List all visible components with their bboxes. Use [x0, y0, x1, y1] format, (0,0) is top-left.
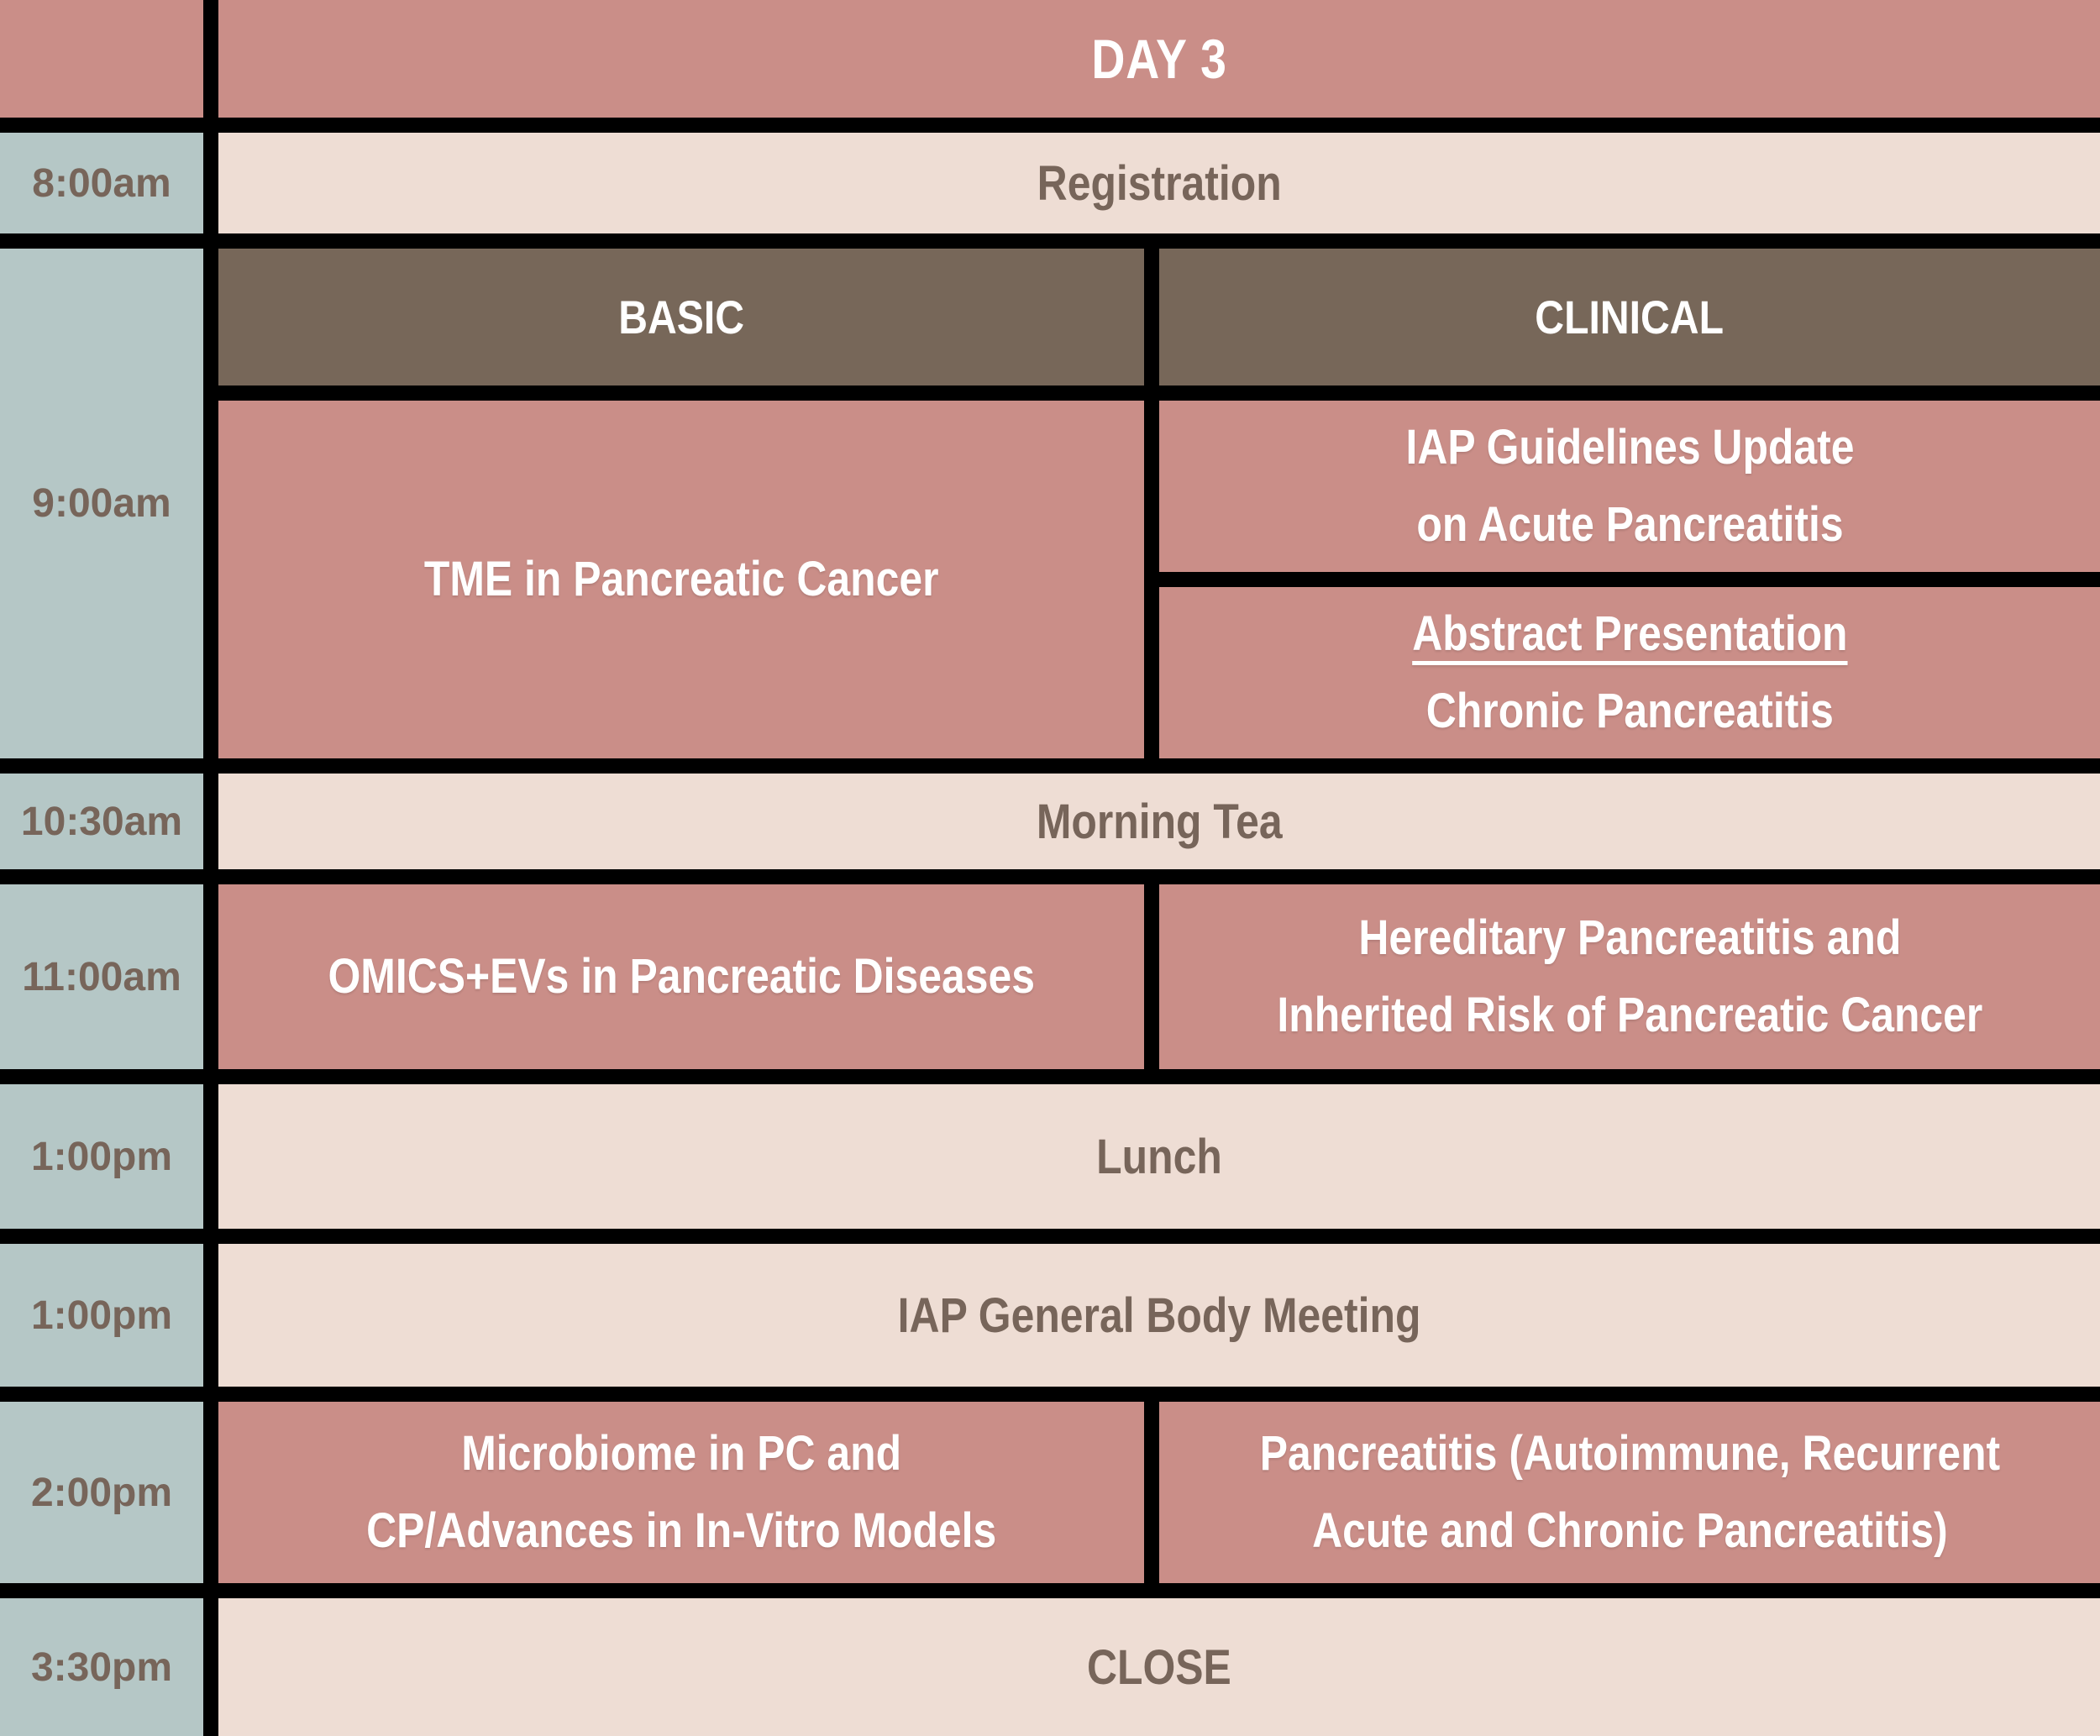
time-9-00am: 9:00am [0, 249, 203, 758]
event-microbiome: Microbiome in PC and CP/Advances in In-V… [218, 1402, 1144, 1583]
event-lunch: Lunch [218, 1084, 2100, 1229]
day-header: DAY 3 [218, 0, 2100, 118]
event-iap-guidelines-line2: on Acute Pancreatitis [1415, 497, 1844, 552]
event-registration: Registration [218, 133, 2100, 233]
time-1-00pm-meeting: 1:00pm [0, 1244, 203, 1387]
track-header-clinical-label: CLINICAL [1535, 291, 1725, 344]
event-microbiome-label: Microbiome in PC and CP/Advances in In-V… [366, 1415, 996, 1569]
event-abstract-presentation: Abstract Presentation Chronic Pancreatit… [1159, 587, 2100, 758]
corner-cell [0, 0, 203, 118]
time-1-00pm-lunch: 1:00pm [0, 1084, 203, 1229]
event-hereditary-line2: Inherited Risk of Pancreatic Cancer [1277, 988, 1982, 1042]
event-microbiome-line1: Microbiome in PC and [461, 1426, 901, 1482]
event-abstract-presentation-subtitle: Chronic Pancreatitis [1425, 684, 1834, 738]
time-2-00pm: 2:00pm [0, 1402, 203, 1583]
event-morning-tea: Morning Tea [218, 774, 2100, 869]
event-morning-tea-label: Morning Tea [1036, 794, 1283, 849]
event-iap-guidelines-label: IAP Guidelines Update on Acute Pancreati… [1405, 409, 1854, 563]
event-omics: OMICS+EVs in Pancreatic Diseases [218, 884, 1144, 1069]
event-pancreatitis-line2: Acute and Chronic Pancreatitis) [1311, 1503, 1948, 1558]
time-11-00am: 11:00am [0, 884, 203, 1069]
event-registration-label: Registration [1037, 155, 1282, 211]
event-tme-label: TME in Pancreatic Cancer [423, 552, 939, 607]
track-header-clinical: CLINICAL [1159, 249, 2100, 385]
day-header-label: DAY 3 [1091, 28, 1227, 90]
event-general-body-meeting-label: IAP General Body Meeting [897, 1288, 1421, 1343]
event-close-label: CLOSE [1087, 1639, 1231, 1695]
track-header-basic-label: BASIC [618, 291, 744, 344]
event-pancreatitis: Pancreatitis (Autoimmune, Recurrent Acut… [1159, 1402, 2100, 1583]
event-abstract-presentation-title: Abstract Presentation [1411, 606, 1848, 662]
event-pancreatitis-line1: Pancreatitis (Autoimmune, Recurrent [1259, 1426, 2000, 1482]
event-abstract-presentation-label: Abstract Presentation Chronic Pancreatit… [1412, 595, 1847, 749]
event-tme: TME in Pancreatic Cancer [218, 401, 1144, 758]
time-8-00am: 8:00am [0, 133, 203, 233]
event-pancreatitis-label: Pancreatitis (Autoimmune, Recurrent Acut… [1259, 1415, 1999, 1569]
event-omics-label: OMICS+EVs in Pancreatic Diseases [328, 949, 1035, 1004]
clinical-morning-block: IAP Guidelines Update on Acute Pancreati… [1159, 401, 2100, 758]
event-hereditary: Hereditary Pancreatitis and Inherited Ri… [1159, 884, 2100, 1069]
track-header-basic: BASIC [218, 249, 1144, 385]
time-3-30pm: 3:30pm [0, 1598, 203, 1736]
event-close: CLOSE [218, 1598, 2100, 1736]
event-iap-guidelines-line1: IAP Guidelines Update [1404, 420, 1855, 475]
time-10-30am: 10:30am [0, 774, 203, 869]
event-iap-guidelines: IAP Guidelines Update on Acute Pancreati… [1159, 401, 2100, 572]
event-hereditary-line1: Hereditary Pancreatitis and [1358, 910, 1901, 966]
event-lunch-label: Lunch [1096, 1129, 1222, 1184]
event-general-body-meeting: IAP General Body Meeting [218, 1244, 2100, 1387]
event-hereditary-label: Hereditary Pancreatitis and Inherited Ri… [1277, 899, 1982, 1053]
event-microbiome-line2: CP/Advances in In-Vitro Models [365, 1503, 997, 1558]
